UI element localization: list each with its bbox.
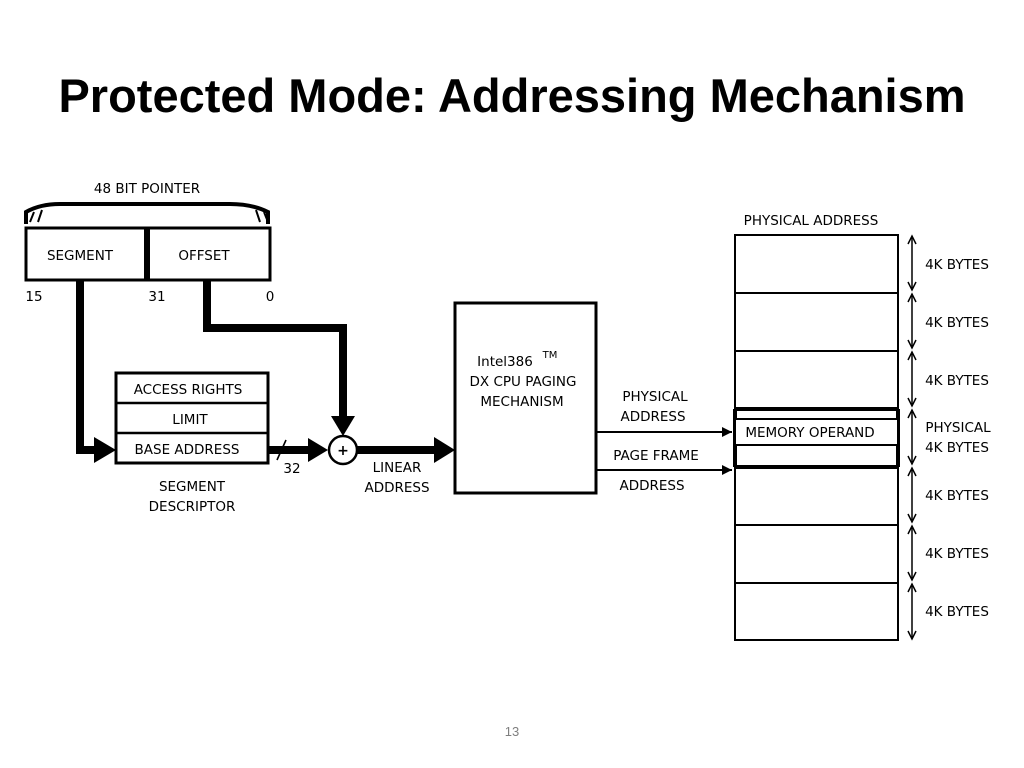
segment-descriptor: ACCESS RIGHTS LIMIT BASE ADDRESS SEGMENT… — [114, 371, 270, 515]
linear-address-arrowhead — [434, 437, 455, 463]
segment-label: SEGMENT — [47, 248, 114, 264]
page-size-label-6: 4K BYTES — [925, 546, 989, 562]
segment-to-descriptor-arrowhead — [94, 437, 116, 463]
linear-address-line1: LINEAR — [373, 460, 422, 476]
page-size-label-5: 4K BYTES — [925, 488, 989, 504]
segment-box — [24, 226, 148, 282]
physical-address-line1: PHYSICAL — [622, 389, 688, 405]
offset-to-adder-arrowhead — [331, 416, 355, 436]
pointer-title: 48 BIT POINTER — [94, 181, 200, 197]
cpu-line1: Intel386 — [477, 354, 533, 370]
page-size-brackets: 4K BYTES 4K BYTES 4K BYTES PHYSICAL 4K B… — [907, 234, 991, 641]
limit-label: LIMIT — [172, 412, 208, 428]
access-rights-label: ACCESS RIGHTS — [134, 382, 243, 398]
page-frame-line2: ADDRESS — [619, 478, 684, 494]
cpu-box — [453, 301, 598, 495]
pointer-brace — [24, 202, 270, 224]
pointer-divider — [144, 228, 150, 280]
page-size-label-2: 4K BYTES — [925, 315, 989, 331]
cpu-line2: DX CPU PAGING — [470, 374, 577, 390]
descriptor-caption-line1: SEGMENT — [159, 479, 226, 495]
cpu-line3: MECHANISM — [480, 394, 563, 410]
cpu-paging-box: Intel386 TM DX CPU PAGING MECHANISM — [453, 301, 598, 495]
bus-width-label: 32 — [283, 461, 300, 477]
bit-0-label: 0 — [266, 289, 275, 305]
offset-box — [144, 226, 272, 282]
adder-symbol: + — [337, 443, 349, 459]
bus-width-slash — [276, 439, 287, 461]
memory-operand-box — [734, 418, 899, 446]
physical-page-label-line2: 4K BYTES — [925, 440, 989, 456]
offset-to-adder-arrow — [203, 281, 347, 418]
slide-number: 13 — [504, 724, 520, 739]
base-to-adder-arrowhead — [308, 438, 328, 462]
memory-operand-label: MEMORY OPERAND — [745, 425, 874, 441]
descriptor-caption-line2: DESCRIPTOR — [149, 499, 236, 515]
segment-to-descriptor-arrow — [76, 281, 96, 454]
slide-title: Protected Mode: Addressing Mechanism — [58, 69, 966, 122]
pointer-group: 48 BIT POINTER SEGMENT OFFSET 15 31 0 — [24, 181, 275, 305]
physical-memory-title: PHYSICAL ADDRESS — [744, 213, 879, 229]
page-size-label-1: 4K BYTES — [925, 257, 989, 273]
page-size-label-3: 4K BYTES — [925, 373, 989, 389]
base-address-label: BASE ADDRESS — [135, 442, 240, 458]
physical-memory: PHYSICAL ADDRESS MEMORY OPERAND — [733, 213, 900, 641]
bit-15-label: 15 — [25, 289, 42, 305]
offset-label: OFFSET — [178, 248, 230, 264]
bit-31-label: 31 — [148, 289, 165, 305]
pointer-brace-hatching — [29, 209, 269, 223]
cpu-trademark: TM — [542, 350, 558, 361]
descriptor-box — [114, 371, 270, 465]
page-size-label-7: 4K BYTES — [925, 604, 989, 620]
page-frame-line1: PAGE FRAME — [613, 448, 699, 464]
physical-page-label-line1: PHYSICAL — [925, 420, 991, 436]
linear-address-line2: ADDRESS — [364, 480, 429, 496]
physical-address-line2: ADDRESS — [620, 409, 685, 425]
